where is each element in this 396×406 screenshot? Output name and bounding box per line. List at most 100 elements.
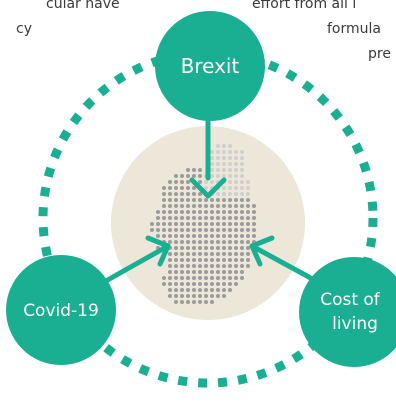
map-dot [222, 246, 226, 250]
map-dot [216, 288, 220, 292]
map-dot [210, 252, 214, 256]
map-dot [234, 204, 238, 208]
map-dot [210, 288, 214, 292]
map-dot [186, 174, 190, 178]
map-dot [198, 168, 202, 172]
map-dot [174, 252, 178, 256]
map-dot [234, 240, 238, 244]
map-dot [186, 204, 190, 208]
map-dot [186, 246, 190, 250]
map-dot [180, 294, 184, 298]
map-dot [216, 228, 220, 232]
map-dot [234, 282, 238, 286]
map-dot [162, 210, 166, 214]
map-dot [210, 258, 214, 262]
map-dot [240, 162, 244, 166]
map-dot [216, 198, 220, 202]
map-dot [192, 210, 196, 214]
map-dot [174, 192, 178, 196]
map-dot [192, 240, 196, 244]
map-dot [216, 252, 220, 256]
text-fragment-top-left-1: cular have [46, 0, 120, 12]
map-dot [198, 246, 202, 250]
map-dot [168, 276, 172, 280]
node-cost-of-living-label-2: living [332, 314, 378, 334]
map-dot [246, 264, 250, 268]
map-dot [252, 216, 256, 220]
map-dot [180, 270, 184, 274]
map-dot [174, 204, 178, 208]
map-dot [174, 210, 178, 214]
map-dot [168, 264, 172, 268]
map-dot [174, 294, 178, 298]
map-dot [174, 264, 178, 268]
map-dot [192, 168, 196, 172]
map-dot [180, 288, 184, 292]
map-dot [228, 234, 232, 238]
map-dot [222, 234, 226, 238]
map-dot [174, 282, 178, 286]
map-dot [222, 204, 226, 208]
map-dot [186, 192, 190, 196]
map-dot [216, 246, 220, 250]
map-dot [246, 234, 250, 238]
map-dot [150, 222, 154, 226]
map-dot [192, 174, 196, 178]
map-dot [240, 168, 244, 172]
text-fragment-top-left-2: cy [16, 21, 32, 37]
map-dot [216, 294, 220, 298]
map-dot [168, 240, 172, 244]
map-dot [192, 216, 196, 220]
map-dot [192, 186, 196, 190]
map-dot [252, 234, 256, 238]
map-dot [174, 270, 178, 274]
map-dot [162, 204, 166, 208]
map-dot [210, 240, 214, 244]
map-dot [204, 240, 208, 244]
map-dot [186, 258, 190, 262]
map-dot [240, 186, 244, 190]
map-dot [240, 180, 244, 184]
map-dot [210, 222, 214, 226]
map-dot [192, 270, 196, 274]
map-dot [216, 210, 220, 214]
map-dot [210, 150, 214, 154]
map-dot [198, 204, 202, 208]
map-dot [192, 294, 196, 298]
map-dot [192, 246, 196, 250]
map-dot [180, 252, 184, 256]
map-dot [210, 174, 214, 178]
map-dot [180, 192, 184, 196]
map-dot [168, 180, 172, 184]
map-dot [180, 276, 184, 280]
map-dot [216, 168, 220, 172]
map-dot [174, 246, 178, 250]
map-dot [204, 288, 208, 292]
map-dot [180, 222, 184, 226]
map-dot [192, 204, 196, 208]
map-dot [210, 216, 214, 220]
map-dot [174, 198, 178, 202]
map-dot [192, 276, 196, 280]
map-dot [204, 210, 208, 214]
map-dot [246, 180, 250, 184]
map-dot [192, 282, 196, 286]
map-dot [234, 234, 238, 238]
map-dot [234, 276, 238, 280]
map-dot [204, 186, 208, 190]
map-dot [222, 288, 226, 292]
map-dot [222, 174, 226, 178]
map-dot [192, 192, 196, 196]
map-dot [174, 228, 178, 232]
map-dot [234, 228, 238, 232]
map-dot [186, 282, 190, 286]
map-dot [240, 150, 244, 154]
map-dot [180, 240, 184, 244]
map-dot [180, 282, 184, 286]
map-dot [246, 246, 250, 250]
map-dot [240, 222, 244, 226]
map-dot [240, 276, 244, 280]
map-dot [204, 228, 208, 232]
map-dot [222, 276, 226, 280]
map-dot [174, 258, 178, 262]
